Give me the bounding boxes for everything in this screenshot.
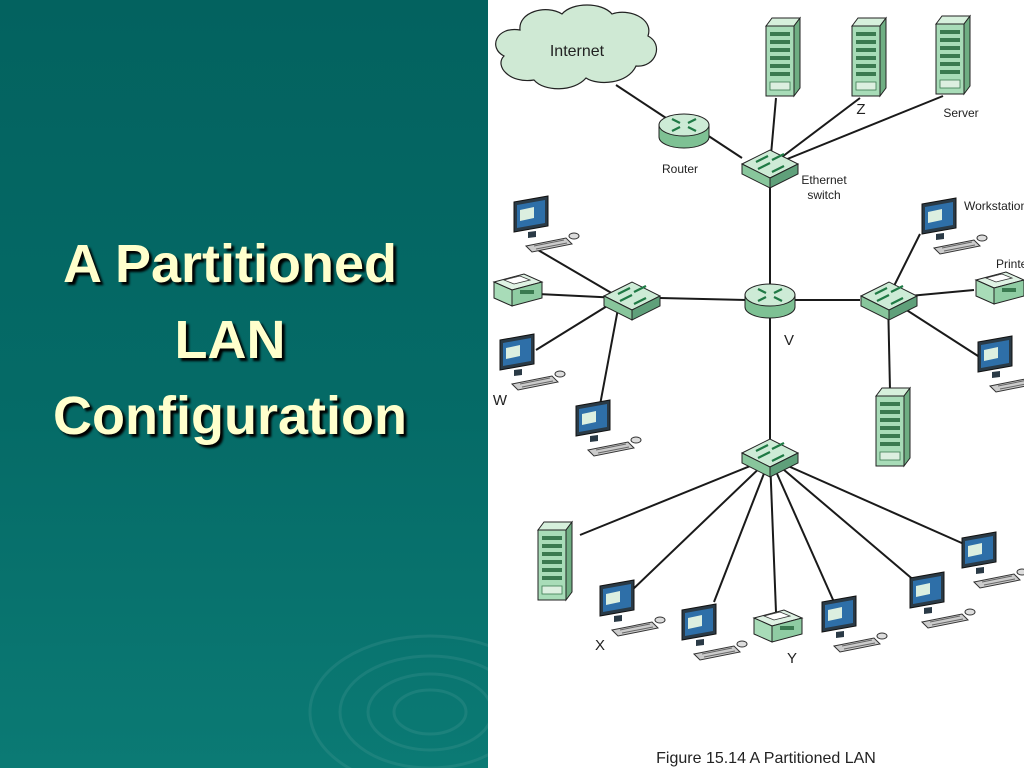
workstation-icon	[513, 195, 580, 253]
internet-label: Internet	[550, 43, 605, 60]
printer-label: Printer	[996, 257, 1024, 271]
letter-x: X	[595, 637, 605, 654]
figure-caption: Figure 15.14 A Partitioned LAN	[656, 750, 876, 767]
workstation-icon	[909, 571, 976, 629]
internet-cloud: Internet	[495, 4, 658, 90]
letter-w: W	[493, 392, 508, 409]
workstation-icon	[575, 399, 642, 457]
letter-v: V	[784, 332, 794, 349]
ethernet-switch-icon	[740, 148, 800, 190]
workstation-icon	[681, 603, 748, 661]
server-icon	[537, 521, 573, 601]
printer-icon	[493, 273, 543, 307]
workstation-icon	[599, 579, 666, 637]
workstation-icon	[499, 333, 566, 391]
slide-title: A Partitioned LAN Configuration	[0, 226, 460, 454]
switch-label-line1: Ethernet	[801, 173, 847, 187]
title-panel: A Partitioned LAN Configuration	[0, 0, 488, 768]
router-label: Router	[662, 162, 698, 176]
swirl-decoration	[308, 634, 488, 768]
workstation-label: Workstation	[964, 199, 1024, 213]
workstation-icon	[977, 335, 1024, 393]
switch-label-line2: switch	[807, 188, 840, 202]
printer-icon	[975, 271, 1024, 305]
server-icon	[875, 387, 911, 467]
ethernet-switch-icon	[602, 280, 662, 322]
title-line: Configuration	[53, 386, 407, 446]
router-icon	[657, 112, 711, 150]
server-icon	[765, 17, 801, 97]
letter-y: Y	[787, 650, 797, 667]
router-icon	[743, 282, 797, 320]
title-line: LAN	[174, 310, 286, 370]
workstation-icon	[821, 595, 888, 653]
server-icon	[935, 15, 971, 95]
title-line: A Partitioned	[62, 234, 398, 294]
server-label: Server	[943, 106, 978, 120]
ethernet-switch-icon	[859, 280, 919, 322]
lan-diagram: Internet Router Ethernet switch Z Server…	[493, 4, 1024, 767]
server-icon	[851, 17, 887, 97]
ethernet-switch-icon	[740, 437, 800, 479]
letter-z: Z	[856, 101, 865, 118]
workstation-icon	[961, 531, 1024, 589]
printer-icon	[753, 609, 803, 643]
